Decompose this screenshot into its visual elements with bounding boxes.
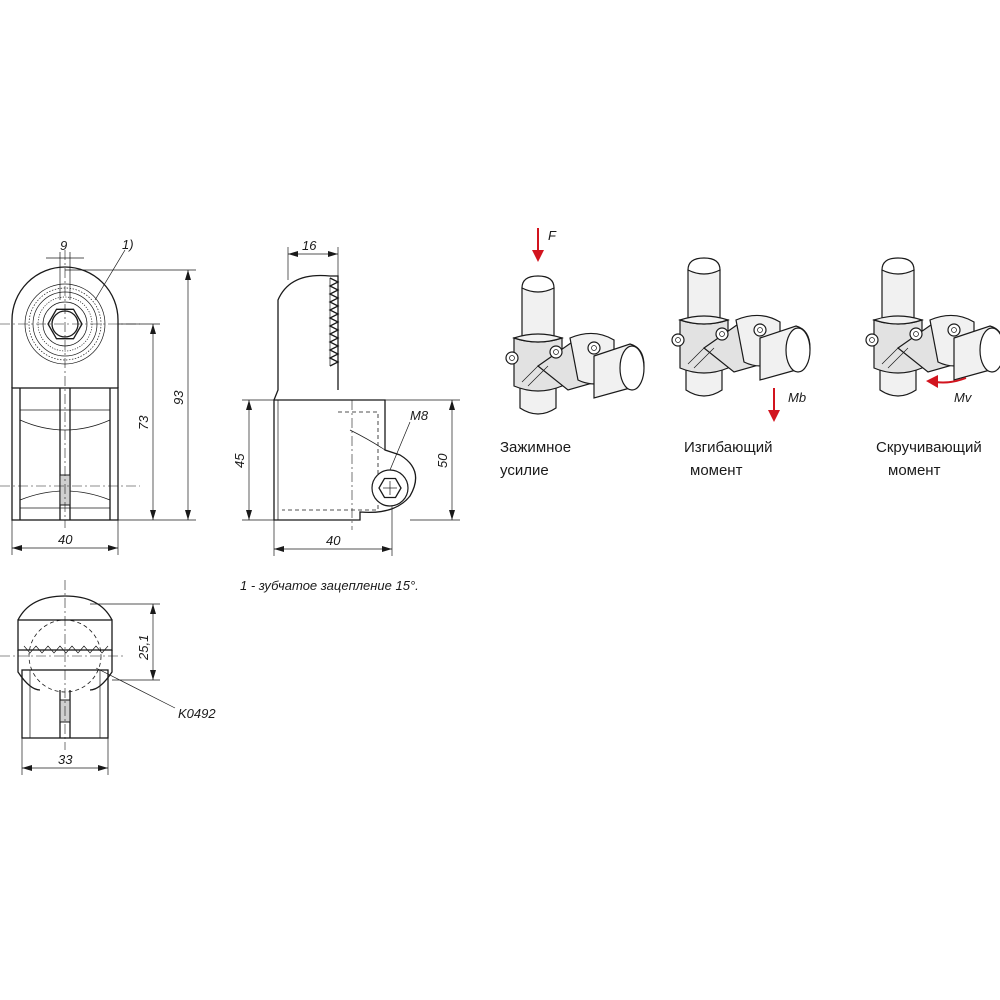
dim-front-height-lower: 73 — [136, 415, 151, 430]
part-code: K0492 — [178, 706, 216, 721]
caption-bending-1: Изгибающий — [684, 439, 772, 456]
front-view: 9 1) 93 73 40 — [0, 237, 196, 555]
load-case-clamping: F Зажимное усилие — [500, 228, 645, 479]
caption-torsion-2: момент — [888, 462, 941, 479]
bending-arrow — [768, 410, 780, 422]
clamp-illustration-3 — [865, 257, 1000, 397]
dim-side-50: 50 — [435, 453, 450, 468]
dim-side-top: 16 — [302, 238, 317, 253]
dim-front-height-total: 93 — [171, 390, 186, 405]
teeth-note: 1 - зубчатое зацепление 15°. — [240, 578, 419, 593]
load-case-bending: Mb Изгибающий момент — [671, 257, 811, 479]
dim-bottom-height: 25,1 — [136, 635, 151, 661]
arrow-label-mv: Mv — [954, 390, 973, 405]
clamp-illustration-2 — [671, 257, 811, 397]
dim-side-45: 45 — [232, 453, 247, 468]
force-arrow — [532, 250, 544, 262]
caption-clamping-2: усилие — [500, 462, 549, 479]
clamp-illustration-1 — [505, 275, 645, 415]
arrow-label-mb: Mb — [788, 390, 806, 405]
dim-bottom-width: 33 — [58, 752, 73, 767]
caption-torsion-1: Скручивающий — [876, 439, 982, 456]
dim-front-width: 40 — [58, 532, 73, 547]
caption-clamping-1: Зажимное — [500, 439, 571, 456]
dim-front-slot: 9 — [60, 238, 67, 253]
dim-side-width: 40 — [326, 533, 341, 548]
side-view: M8 16 45 50 40 — [232, 238, 460, 556]
bottom-view: 25,1 K0492 33 — [0, 580, 216, 775]
load-case-torsion: Mv Скручивающий момент — [865, 257, 1000, 479]
arrow-label-f: F — [548, 228, 557, 243]
torsion-arrow — [926, 375, 938, 388]
note-marker: 1) — [122, 237, 134, 252]
caption-bending-2: момент — [690, 462, 743, 479]
dim-thread: M8 — [410, 408, 429, 423]
